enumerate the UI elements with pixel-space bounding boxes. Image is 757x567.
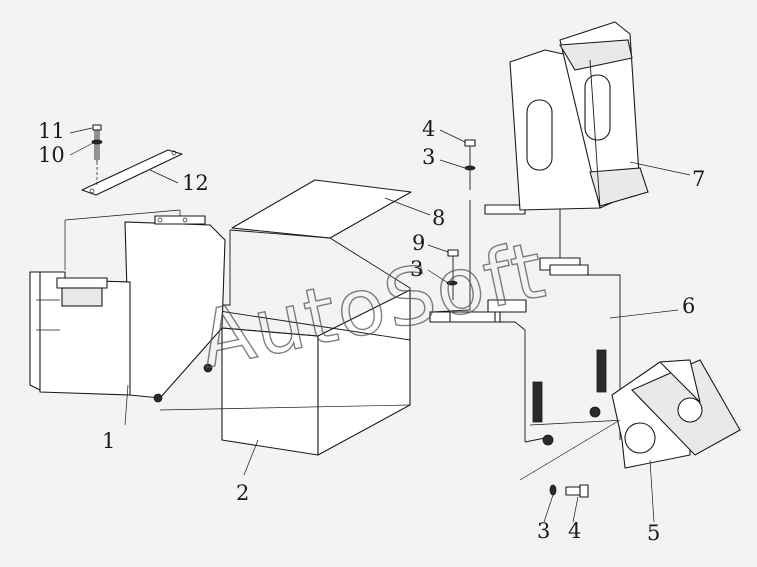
callout-7: 7 [692,167,705,191]
callout-labels: 1 2 3 3 3 4 4 5 6 7 8 9 10 11 12 [38,117,705,545]
part-2-lower-box [159,289,411,456]
callout-leaders [69,127,691,523]
callout-5: 5 [647,521,660,545]
callout-3-lower: 3 [537,519,550,543]
callout-3-upper: 3 [422,145,435,169]
callout-12: 12 [182,171,209,195]
part-6-frame [429,200,626,446]
callout-3-centre: 3 [410,257,423,281]
callout-11: 11 [38,119,65,143]
part-8-top-plate [231,179,412,239]
part-3-4-bolt-upper [464,139,476,190]
part-10-11-bolt-washer [91,124,103,186]
callout-10: 10 [38,143,65,167]
part-3-4-bolt-lower [549,484,589,498]
part-1-side-cover [29,215,226,403]
callout-4-lower: 4 [568,519,581,543]
callout-9: 9 [412,231,425,255]
callout-8: 8 [432,206,445,230]
part-12-strap [81,149,183,196]
part-7-upper-step [509,21,649,211]
callout-1: 1 [102,429,115,453]
part-3-9-bolt-centre [446,249,459,300]
callout-2: 2 [236,481,249,505]
part-5-lower-step [519,359,741,481]
callout-4-upper: 4 [422,117,435,141]
callout-6: 6 [682,294,695,318]
